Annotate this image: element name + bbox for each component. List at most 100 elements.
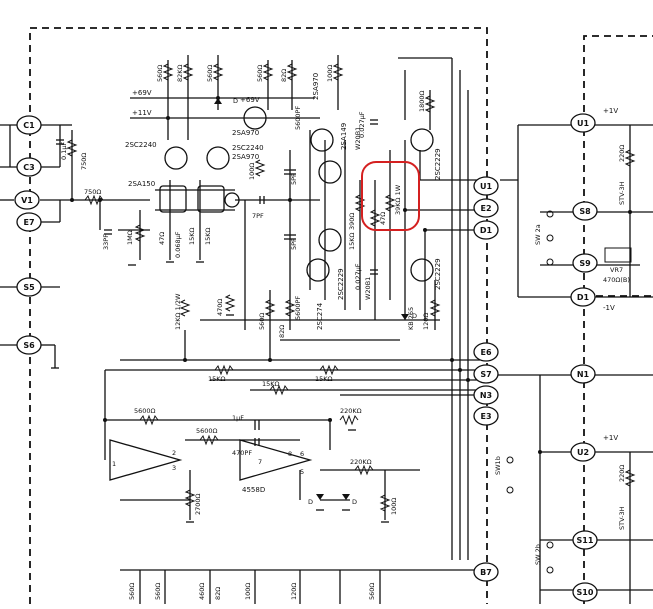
label-diode-1: D: [233, 97, 238, 105]
label-supply-11: +11V: [132, 109, 152, 117]
label-r100a: 100Ω: [326, 65, 334, 82]
right-board-border: [583, 35, 653, 604]
terminal-b7: B7: [473, 562, 499, 582]
terminal-e3: E3: [473, 406, 499, 426]
highlight-annotation: [361, 161, 420, 231]
label-r82: 82Ω: [280, 69, 288, 82]
label-q8: 2SC2229: [337, 268, 345, 300]
diode-4: [401, 314, 409, 320]
terminal-label: S11: [577, 536, 594, 545]
terminal-label: E2: [480, 204, 491, 213]
label-stv3h-b: STV-3H: [618, 506, 626, 530]
terminal-label: S7: [480, 370, 491, 379]
label-pin-8: 8: [288, 450, 292, 458]
label-r82k: 82KΩ: [176, 64, 184, 82]
label-r220k: 220KΩ: [340, 407, 362, 415]
terminal-label: E3: [480, 412, 491, 421]
terminal-c3: C3: [16, 157, 42, 177]
label-sw2a: SW 2a: [534, 224, 542, 245]
transistor-q11-pair-b: [197, 185, 225, 213]
label-r560b: 560Ω: [206, 65, 214, 82]
terminal-label: S8: [579, 207, 591, 216]
terminal-c1: C1: [16, 115, 42, 135]
terminal-e2: E2: [473, 198, 499, 218]
label-r750a: 750Ω: [84, 188, 101, 196]
terminals-mid: U1 E2 D1 E6 S7 N3 E3 B7: [473, 176, 499, 582]
resistor-labels: 560Ω 82KΩ 560Ω 560Ω 82Ω 100Ω 1800Ω 750Ω …: [80, 64, 630, 600]
label-w20b1: W20B1: [354, 127, 362, 150]
label-kb265: KB 265: [407, 307, 415, 330]
terminal-label: C1: [23, 121, 35, 130]
label-c0068: 0.068μF: [174, 231, 182, 258]
label-r220kb: 220KΩ: [350, 458, 372, 466]
label-r47: 47Ω: [158, 232, 166, 245]
main-board-border: [29, 27, 488, 604]
diode-symbols: [214, 98, 409, 500]
terminal-n1: N1: [570, 364, 596, 384]
terminal-s7: S7: [473, 364, 499, 384]
label-r220b: 220Ω: [618, 465, 626, 482]
label-c01: 0.1μF: [60, 142, 68, 160]
label-r12k: 12KΩ 1/2W: [174, 293, 182, 330]
label-c7pf: 7PF: [252, 212, 264, 220]
terminal-e7: E7: [16, 212, 42, 232]
transistor-q9: [410, 258, 434, 282]
terminals-right: U1 S8 S9 D1 N1 U2 S11 S10: [570, 113, 598, 602]
terminal-label: U2: [577, 448, 589, 457]
label-r560e: 560Ω: [128, 583, 136, 600]
label-c0027: 0.027μF: [358, 111, 366, 138]
terminal-n3: N3: [473, 385, 499, 405]
label-q1: 2SC2240: [125, 141, 157, 149]
label-r750b: 750Ω: [80, 153, 88, 170]
label-r2700: 2700Ω: [194, 493, 202, 515]
label-q9: 2SC2229: [434, 258, 442, 290]
module-borders: [29, 27, 653, 604]
terminal-label: U1: [480, 182, 492, 191]
label-w20b1b: W20B1: [364, 277, 372, 300]
terminal-d1-right: D1: [570, 287, 596, 307]
label-q3: 2SA970: [232, 129, 259, 137]
label-r220: 220Ω: [618, 145, 626, 162]
label-r15ke: 15KΩ: [315, 375, 333, 383]
terminal-u1-mid: U1: [473, 176, 499, 196]
terminals-left: C1 C3 V1 E7 S5 S6: [14, 115, 42, 355]
terminal-s11: S11: [572, 530, 598, 550]
label-r460: 460Ω: [198, 583, 206, 600]
label-r15kc: 15KΩ: [208, 375, 226, 383]
terminal-label: N3: [480, 391, 492, 400]
label-r120: 120Ω: [422, 313, 430, 330]
vr7-box: [604, 247, 632, 263]
terminal-s5: S5: [16, 277, 42, 297]
terminal-label: U1: [577, 119, 589, 128]
transistor-q3: [243, 106, 267, 130]
junctions: [70, 96, 632, 454]
label-r5600a: 5600Ω: [134, 407, 156, 415]
label-r15kd: 15KΩ: [262, 380, 280, 388]
terminal-label: B7: [480, 568, 492, 577]
label-q10: 2SC274: [316, 302, 324, 330]
label-r15kb: 15KΩ: [204, 227, 212, 245]
label-r560d: 560Ω: [258, 313, 266, 330]
terminal-d1-mid: D1: [473, 220, 499, 240]
terminal-s10: S10: [572, 582, 598, 602]
label-pin-1: 1: [112, 460, 116, 468]
diode-1: [214, 98, 222, 104]
label-c1uf: 1μF: [232, 414, 244, 422]
transistor-q5: [318, 160, 342, 184]
transistor-q11-pair: [159, 185, 187, 213]
label-q6: 2SA149: [340, 123, 348, 150]
transistor-q4: [310, 128, 334, 152]
label-c33pf: 33PF: [102, 234, 110, 250]
transistor-labels: 2SC2240 2SC2240 2SA970 2SA970 2SA970 2SA…: [125, 73, 442, 330]
label-q7: 2SC2229: [434, 148, 442, 180]
label-r560f: 560Ω: [154, 583, 162, 600]
terminal-label: S6: [23, 341, 35, 350]
label-supply-1c: +1V: [603, 434, 618, 442]
label-r82c: 82Ω: [214, 587, 222, 600]
label-r120b: 120Ω: [290, 583, 298, 600]
terminal-u2: U2: [570, 442, 596, 462]
switch-symbols: [506, 210, 632, 574]
label-r39k: 39KΩ 1W: [394, 184, 402, 215]
